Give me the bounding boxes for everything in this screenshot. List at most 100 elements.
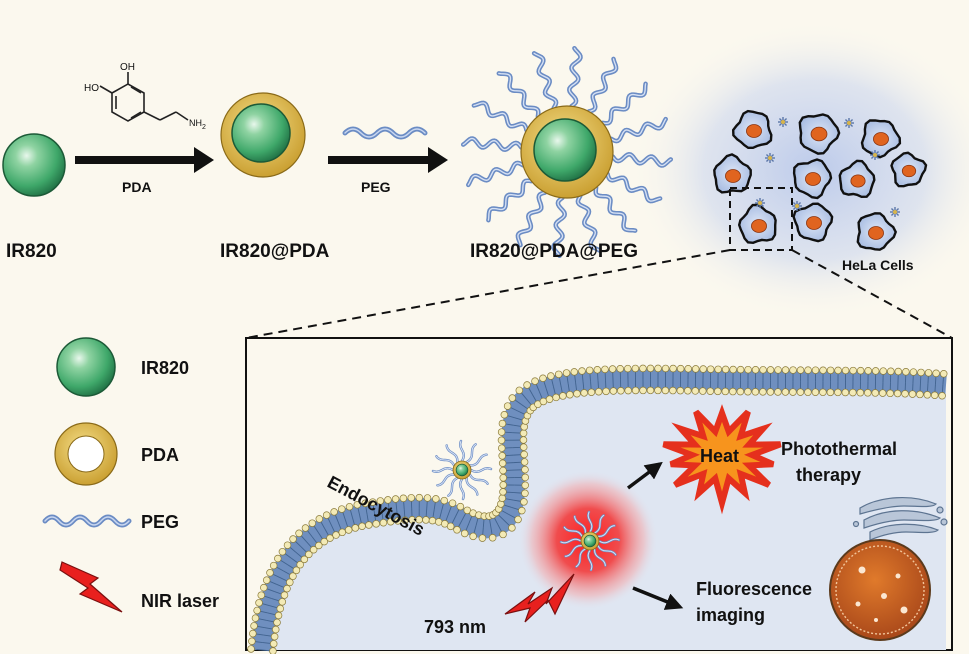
- zoom-line-right: [791, 249, 953, 339]
- peg-chain-highlight: [587, 511, 593, 533]
- legend-ir820-icon: [56, 337, 116, 397]
- nanoparticle-speck: [765, 153, 775, 163]
- nucleus-icon: [829, 539, 931, 641]
- zoom-box: [729, 187, 793, 251]
- ir820-core: [455, 463, 469, 477]
- peg-chain-highlight: [552, 197, 566, 257]
- peg-chain: [496, 71, 541, 119]
- peg-chain: [593, 185, 638, 233]
- golgi-apparatus-icon: [852, 497, 948, 541]
- peg-chain-highlight: [344, 128, 426, 138]
- therapy-label: therapy: [796, 465, 861, 485]
- ir820-particle: [2, 133, 66, 197]
- endocytosis-nanoparticle: [431, 439, 493, 501]
- peg-chain-highlight: [594, 514, 605, 534]
- cell-nucleus: [810, 126, 828, 142]
- membrane-lipid-heads: [247, 364, 948, 654]
- ir820-pda-label: IR820@PDA: [220, 241, 330, 262]
- peg-chain: [515, 190, 548, 248]
- peg-chain-highlight: [612, 153, 672, 167]
- peg-chain-highlight: [466, 443, 477, 463]
- hela-cells-label: HeLa Cells: [842, 257, 914, 273]
- dopamine-ho: HO: [84, 83, 99, 94]
- peg-chain-highlight: [575, 548, 586, 568]
- mechanism-panel: Endocytosis 793 nm Heat Photothermal the…: [245, 337, 953, 654]
- peg-chain-highlight: [587, 549, 593, 571]
- nanoparticle-speck: [870, 150, 880, 160]
- peg-chain-highlight: [446, 444, 458, 463]
- legend-laser-label: NIR laser: [141, 591, 219, 611]
- peg-chain-highlight: [564, 545, 583, 557]
- cell-nucleus: [868, 226, 884, 240]
- ir820-core: [583, 534, 597, 548]
- peg-chain-highlight: [610, 118, 667, 142]
- peg-chain-highlight: [447, 477, 458, 497]
- peg-chain: [466, 160, 526, 188]
- legend-pda-hole: [67, 435, 105, 473]
- peg-chain-highlight: [588, 58, 617, 113]
- fluorescence-label: Fluorescence: [696, 579, 812, 599]
- peg-chain: [486, 178, 534, 223]
- peg-chain-highlight: [470, 467, 492, 473]
- ir820-label: IR820: [6, 241, 57, 262]
- peg-chain-highlight: [597, 545, 617, 556]
- legend-pda-label: PDA: [141, 445, 179, 465]
- peg-chain-highlight: [462, 137, 522, 151]
- dopamine-nh: NH2: [189, 118, 206, 131]
- peg-chain-highlight: [563, 526, 583, 537]
- peg-chain: [600, 81, 648, 126]
- peg-chain-highlight: [469, 474, 489, 485]
- peg-chain-highlight: [606, 173, 661, 202]
- nanoparticle-speck: [844, 118, 854, 128]
- internalized-nanoparticle: [559, 510, 621, 572]
- cell-nucleus: [725, 169, 741, 183]
- peg-chain: [586, 56, 619, 114]
- peg-chain-highlight: [597, 525, 616, 537]
- ir820-pda-peg-label: IR820@PDA@PEG: [470, 241, 638, 262]
- peg-chain: [471, 100, 529, 133]
- wavelength-label: 793 nm: [424, 617, 486, 637]
- cell-nucleus: [873, 132, 889, 146]
- cell-nucleus: [806, 216, 822, 230]
- zoom-line-left: [245, 249, 731, 339]
- peg-chain-highlight: [467, 162, 524, 186]
- cell-nucleus: [805, 172, 821, 186]
- nanoparticle-speck: [792, 201, 802, 211]
- peg-chain-highlight: [435, 455, 455, 466]
- heat-arrow: [626, 461, 663, 490]
- peg-chain-highlight: [459, 478, 465, 500]
- peg-chain-highlight: [601, 83, 647, 124]
- peg-chain-highlight: [473, 102, 528, 131]
- peg-chain: [531, 51, 559, 111]
- legend-peg-highlight: [44, 516, 130, 526]
- nanoparticle-speck: [778, 117, 788, 127]
- peg-chain-highlight: [594, 548, 606, 567]
- imaging-label: imaging: [696, 605, 765, 625]
- imaging-arrow: [632, 586, 684, 610]
- pda-step-label: PDA: [122, 179, 152, 195]
- peg-chain-highlight: [466, 477, 478, 496]
- peg-chain-highlight: [432, 467, 454, 473]
- cell-nucleus: [850, 174, 866, 188]
- peg-chain-highlight: [469, 454, 488, 466]
- photothermal-label: Photothermal: [781, 439, 897, 459]
- peg-chain-highlight: [595, 186, 636, 232]
- cell-nucleus: [746, 124, 762, 138]
- laser-bolt-icon: [504, 573, 575, 623]
- legend-ir820-label: IR820: [141, 358, 189, 378]
- peg-chain-highlight: [517, 191, 546, 246]
- pda-arrowhead: [194, 147, 214, 173]
- peg-chain-highlight: [574, 515, 586, 534]
- peg-chain-highlight: [436, 474, 455, 486]
- cell-nucleus: [751, 219, 767, 233]
- peg-chain-highlight: [560, 538, 582, 544]
- peg-chain-highlight: [459, 440, 465, 462]
- cell-membrane: [251, 368, 947, 652]
- peg-chain-highlight: [487, 180, 533, 221]
- heat-label: Heat: [700, 446, 739, 466]
- dopamine-oh: OH: [120, 62, 135, 73]
- hela-cells-group: [713, 109, 928, 251]
- legend-peg-label: PEG: [141, 512, 179, 532]
- heat-burst-icon: [662, 404, 782, 515]
